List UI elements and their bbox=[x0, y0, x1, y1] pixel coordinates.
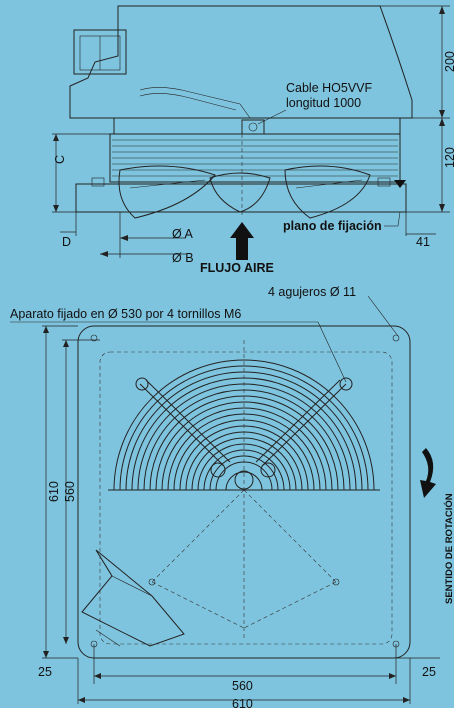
cable-gland bbox=[241, 119, 265, 135]
side-view: 200 120 C D Cable HO5VVF longitud 1000 Ø… bbox=[52, 5, 454, 275]
dim-610-horizontal: 610 bbox=[232, 697, 253, 708]
dim-610-vertical: 610 bbox=[47, 481, 61, 502]
rotation-arrow-icon bbox=[420, 448, 436, 498]
dim-d-label: D bbox=[62, 235, 71, 249]
holes-callout: 4 agujeros Ø 11 bbox=[268, 285, 356, 299]
airflow-arrow-icon bbox=[230, 222, 254, 260]
base-flange bbox=[75, 183, 407, 213]
dim-120-label: 120 bbox=[443, 147, 454, 168]
dim-25-left: 25 bbox=[38, 665, 52, 679]
mounting-plate bbox=[77, 325, 411, 659]
corner-hole bbox=[90, 334, 98, 342]
terminal-box bbox=[81, 549, 185, 647]
corner-hole bbox=[392, 334, 400, 342]
dia-b-label: Ø B bbox=[172, 251, 194, 265]
airflow-label: FLUJO AIRE bbox=[200, 261, 274, 275]
dia-a-label: Ø A bbox=[172, 227, 194, 241]
dim-200-label: 200 bbox=[443, 51, 454, 72]
dim-41-label: 41 bbox=[416, 235, 430, 249]
impeller bbox=[118, 165, 371, 219]
front-view: 4 agujeros Ø 11 Aparato fijado en Ø 530 … bbox=[10, 285, 454, 708]
cable-length-label: longitud 1000 bbox=[286, 96, 361, 110]
mounting-callout: Aparato fijado en Ø 530 por 4 tornillos … bbox=[10, 307, 241, 321]
dim-560-horizontal: 560 bbox=[232, 679, 253, 693]
fan-hood bbox=[69, 5, 413, 119]
cooling-fins bbox=[112, 139, 398, 177]
junction-box bbox=[73, 29, 127, 75]
cable-type-label: Cable HO5VVF bbox=[286, 81, 373, 95]
height-dimensions bbox=[380, 5, 450, 213]
dim-c-label: C bbox=[53, 155, 67, 164]
plane-marker-icon bbox=[394, 180, 406, 188]
dim-560-vertical: 560 bbox=[63, 481, 77, 502]
mounting-plane-label: plano de fijación bbox=[283, 219, 382, 233]
dim-25-right: 25 bbox=[422, 665, 436, 679]
rotation-direction-label: SENTIDO DE ROTACIÓN bbox=[443, 493, 454, 604]
